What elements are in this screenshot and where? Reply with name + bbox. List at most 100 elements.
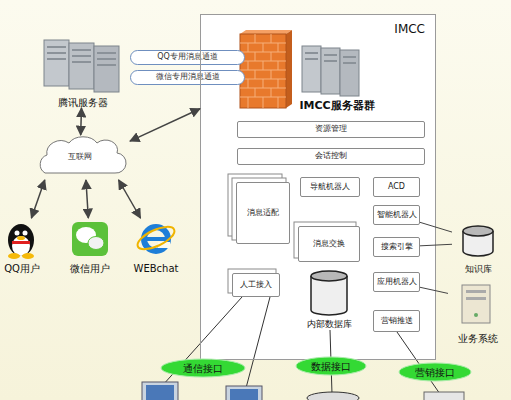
server-icon bbox=[466, 290, 486, 293]
cylinder-top bbox=[463, 226, 493, 236]
node-label: WEBchat bbox=[134, 263, 179, 274]
connector bbox=[420, 222, 452, 232]
node-label: IMCC服务器群 bbox=[299, 100, 374, 112]
server-icon bbox=[47, 58, 66, 60]
firewall-icon bbox=[240, 30, 292, 34]
firewall-icon bbox=[286, 30, 292, 108]
server-icon bbox=[462, 285, 490, 323]
node-label: 智能机器人 bbox=[377, 211, 417, 220]
process-box: 会话控制 bbox=[237, 148, 425, 165]
server-icon bbox=[474, 313, 478, 317]
cylinder-top bbox=[311, 271, 347, 281]
qq-icon bbox=[12, 241, 30, 244]
connector bbox=[86, 180, 88, 218]
cylinder-body bbox=[311, 276, 347, 315]
server-icon bbox=[343, 62, 356, 64]
node-label: 搜索引擎 bbox=[381, 243, 413, 252]
connector bbox=[119, 180, 141, 218]
server-icon bbox=[47, 52, 66, 54]
server-icon bbox=[97, 64, 116, 66]
node-label: ACD bbox=[388, 183, 405, 192]
terminal-icon bbox=[424, 392, 464, 400]
firewall-icon bbox=[240, 34, 286, 108]
node-label: 人工接入 bbox=[240, 281, 272, 290]
ie-icon bbox=[146, 237, 166, 241]
node-label: IMCC bbox=[394, 23, 425, 36]
qq-icon bbox=[8, 224, 34, 259]
ellipse-outline bbox=[296, 357, 366, 375]
connector bbox=[420, 287, 448, 293]
interface-ellipse: 营销接口 bbox=[398, 362, 472, 382]
system-boundary: IMCC IMCC服务器群资源管理会话控制消息适配 导航机器人 ACD 智能机器人消息交… bbox=[200, 14, 436, 360]
qq-icon bbox=[15, 231, 20, 236]
terminal-icon bbox=[142, 382, 178, 400]
cloud-node: 互联网 bbox=[30, 135, 130, 180]
server-icon bbox=[462, 285, 490, 323]
server-icon bbox=[324, 60, 337, 62]
terminal-icon bbox=[226, 386, 262, 400]
server-icon bbox=[324, 54, 337, 56]
qq-icon bbox=[8, 253, 20, 259]
process-box: 搜索引擎 bbox=[373, 237, 420, 257]
user-node: QQ用户 bbox=[0, 218, 44, 274]
process-box: 人工接入 bbox=[232, 273, 280, 297]
ie-icon bbox=[134, 222, 177, 253]
qq-icon bbox=[8, 224, 34, 256]
node-label: 资源管理 bbox=[315, 125, 347, 134]
connector bbox=[80, 108, 82, 135]
connector bbox=[420, 244, 452, 246]
connector bbox=[31, 180, 44, 218]
ellipse-outline bbox=[161, 359, 245, 377]
wire bbox=[246, 297, 270, 388]
qq-icon bbox=[23, 231, 28, 236]
user-node: WEBchat bbox=[128, 218, 184, 274]
connector bbox=[130, 109, 200, 141]
node-label: QQ用户 bbox=[4, 263, 40, 274]
interface-ellipse: 通信接口 bbox=[160, 358, 246, 378]
server-icon bbox=[69, 43, 94, 89]
wechat-icon bbox=[88, 237, 104, 250]
imcc-fill bbox=[200, 14, 436, 360]
ellipse-outline bbox=[399, 363, 471, 381]
channel-pill: 微信专用消息通道 bbox=[130, 70, 245, 85]
server-icon bbox=[97, 58, 116, 60]
server-icon bbox=[97, 52, 116, 54]
server-node: 业务系统 bbox=[448, 282, 508, 344]
process-box: 资源管理 bbox=[237, 121, 425, 138]
process-box: 消息交换 bbox=[298, 226, 360, 262]
server-icon bbox=[302, 46, 359, 96]
database-node: 内部数据库 bbox=[298, 270, 360, 330]
firewall-icon bbox=[240, 34, 286, 108]
cloud-outline bbox=[40, 137, 126, 173]
node-label: 消息适配 bbox=[247, 209, 279, 218]
qq-icon bbox=[22, 253, 34, 259]
node-label: 消息交换 bbox=[313, 240, 345, 249]
server-icon bbox=[340, 50, 359, 96]
server-icon bbox=[44, 40, 69, 86]
node-label: 内部数据库 bbox=[307, 320, 352, 330]
server-node: IMCC服务器群 bbox=[292, 42, 382, 112]
database-node: 知识库 bbox=[452, 225, 504, 275]
server-icon bbox=[321, 48, 340, 94]
wechat-icon bbox=[72, 222, 108, 256]
node-label: 营销推送 bbox=[381, 317, 413, 326]
firewall-icon bbox=[240, 30, 292, 108]
qq-icon bbox=[12, 236, 30, 256]
terminal-icon bbox=[142, 382, 464, 400]
server-icon bbox=[302, 46, 321, 92]
node-label: 微信专用消息通道 bbox=[156, 73, 220, 82]
cloud-outline bbox=[40, 137, 126, 173]
ie-icon bbox=[134, 222, 177, 253]
server-icon bbox=[305, 52, 318, 54]
node-label: 导航机器人 bbox=[310, 183, 350, 192]
server-icon bbox=[343, 56, 356, 58]
node-label: 营销接口 bbox=[415, 367, 455, 378]
server-icon bbox=[47, 46, 66, 48]
process-box: ACD bbox=[373, 177, 420, 197]
node-label: 应用机器人 bbox=[377, 278, 417, 287]
server-icon bbox=[72, 61, 91, 63]
interface-ellipse: 数据接口 bbox=[295, 356, 367, 376]
server-icon bbox=[305, 58, 318, 60]
terminal-icon bbox=[307, 392, 359, 400]
